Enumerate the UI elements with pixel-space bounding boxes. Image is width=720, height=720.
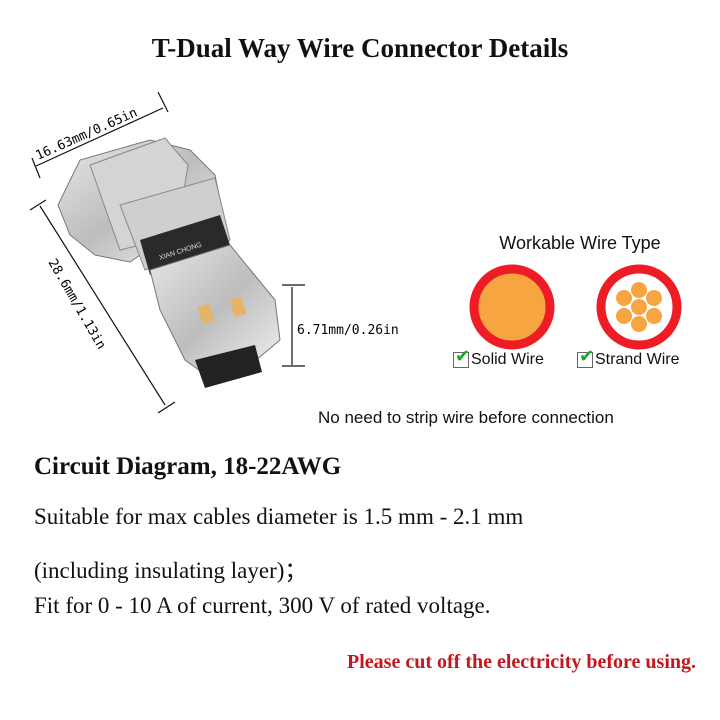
strip-note: No need to strip wire before connection <box>318 408 614 427</box>
page-title: T-Dual Way Wire Connector Details <box>151 33 569 63</box>
connector-body <box>57 137 281 388</box>
dimension-height: 6.71mm/0.26in <box>297 323 399 338</box>
wire-type-heading: Workable Wire Type <box>499 233 661 253</box>
dimension-lines <box>29 91 305 414</box>
spec-line: Fit for 0 - 10 A of current, 300 V of ra… <box>34 593 491 618</box>
spec-line: Suitable for max cables diameter is 1.5 … <box>34 504 524 529</box>
strand-wire-icon <box>596 264 682 350</box>
solid-wire-option: ✔ Solid Wire <box>453 346 544 369</box>
solid-wire-icon <box>469 264 555 350</box>
solid-wire-label: Solid Wire <box>471 351 544 368</box>
checkbox-checked-icon: ✔ <box>453 346 471 368</box>
strand-wire-label: Strand Wire <box>595 351 680 368</box>
spec-line: (including insulating layer)； <box>34 558 308 583</box>
circuit-heading: Circuit Diagram, 18-22AWG <box>34 453 342 480</box>
dimension-length: 28.6mm/1.13in <box>45 257 109 353</box>
strand-wire-option: ✔ Strand Wire <box>577 346 680 369</box>
checkbox-checked-icon: ✔ <box>577 346 595 368</box>
warning-text: Please cut off the electricity before us… <box>347 651 696 673</box>
